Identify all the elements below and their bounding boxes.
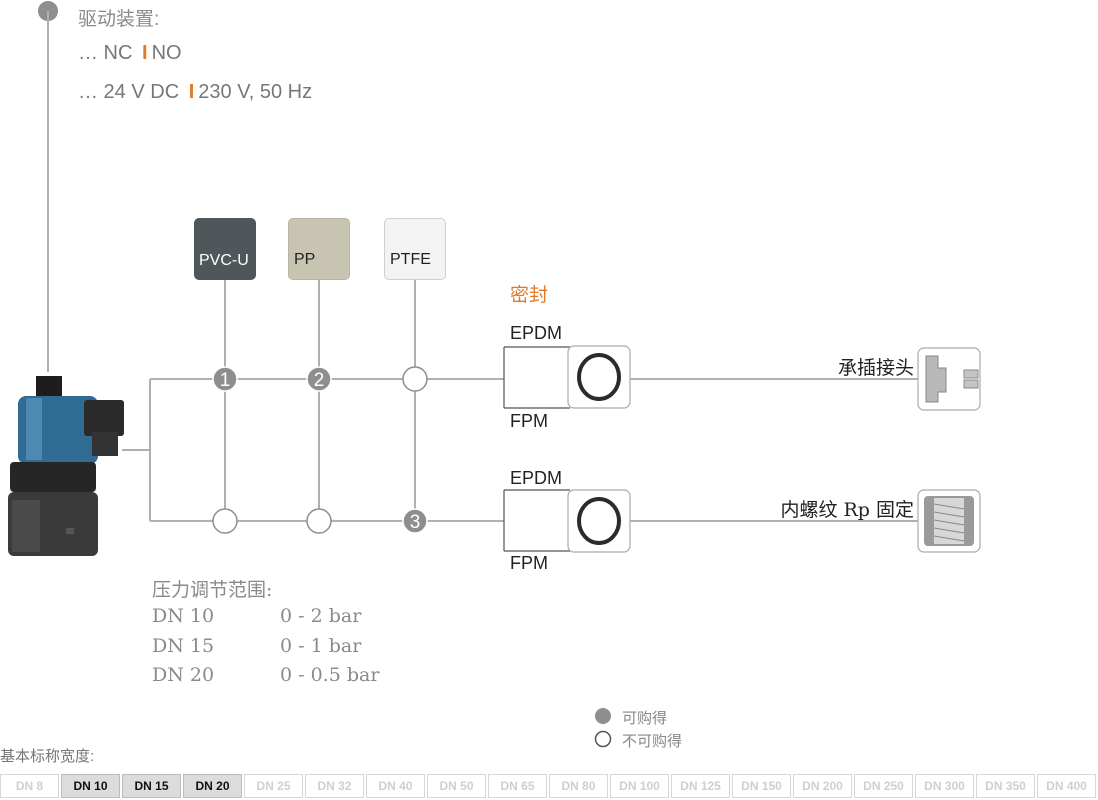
- pressure-row-dn: DN 15: [152, 635, 215, 657]
- nominal-size-dn-150[interactable]: DN 150: [732, 774, 791, 798]
- node-pvc-u-lower-unavailable: [212, 508, 238, 534]
- legend-available-icon: [595, 708, 611, 724]
- drive-option-no: NO: [151, 42, 182, 64]
- material-pp-label: PP: [294, 251, 316, 268]
- node-3-label: 3: [410, 512, 421, 533]
- solenoid-valve-image: [8, 376, 124, 556]
- legend-unavailable-icon: [594, 730, 612, 748]
- legend-available-label: 可购得: [622, 710, 668, 727]
- connection-threaded-label[interactable]: 内螺纹 Rp 固定: [780, 499, 914, 521]
- material-pvc-u-label: PVC-U: [199, 252, 249, 269]
- nominal-size-dn-80[interactable]: DN 80: [549, 774, 608, 798]
- material-pvc-u[interactable]: PVC-U: [194, 218, 256, 280]
- nominal-size-dn-400[interactable]: DN 400: [1037, 774, 1096, 798]
- seal-title: 密封: [510, 285, 549, 306]
- nominal-size-dn-32[interactable]: DN 32: [305, 774, 364, 798]
- nominal-size-dn-25[interactable]: DN 25: [244, 774, 303, 798]
- drive-title: 驱动装置:: [78, 9, 160, 30]
- node-pp-upper-available: [306, 366, 332, 392]
- nominal-size-dn-50[interactable]: DN 50: [427, 774, 486, 798]
- material-ptfe-label: PTFE: [390, 251, 431, 268]
- drive-option-dc: … 24 V DC: [78, 81, 180, 103]
- nominal-size-dn-125[interactable]: DN 125: [671, 774, 730, 798]
- drive-separator: I: [188, 81, 195, 103]
- nominal-width-title: 基本标称宽度:: [0, 748, 95, 765]
- seal-lower-fpm[interactable]: FPM: [510, 553, 548, 573]
- nominal-size-dn-10[interactable]: DN 10: [61, 774, 120, 798]
- seal-bracket-lower: [503, 489, 570, 552]
- o-ring-image-upper: [567, 345, 631, 409]
- nominal-size-dn-8[interactable]: DN 8: [0, 774, 59, 798]
- pressure-row-dn: DN 10: [152, 605, 215, 627]
- material-pp[interactable]: PP: [288, 218, 350, 280]
- nominal-size-dn-200[interactable]: DN 200: [793, 774, 852, 798]
- seal-upper-fpm[interactable]: FPM: [510, 411, 548, 431]
- nominal-size-dn-100[interactable]: DN 100: [610, 774, 669, 798]
- pressure-title: 压力调节范围:: [152, 579, 273, 601]
- material-ptfe[interactable]: PTFE: [384, 218, 446, 280]
- seal-bracket-upper: [503, 346, 570, 409]
- nominal-size-dn-250[interactable]: DN 250: [854, 774, 913, 798]
- node-pp-lower-unavailable: [306, 508, 332, 534]
- node-ptfe-upper-unavailable: [402, 366, 428, 392]
- threaded-connection-image: [917, 489, 981, 553]
- nominal-size-dn-350[interactable]: DN 350: [976, 774, 1035, 798]
- socket-connection-image: [917, 347, 981, 411]
- drive-option-nc: … NC: [78, 42, 133, 64]
- pressure-row-dn: DN 20: [152, 664, 215, 686]
- legend-unavailable-label: 不可购得: [622, 733, 683, 750]
- node-2-label: 2: [314, 370, 325, 391]
- drive-separator: I: [142, 42, 148, 64]
- pressure-row-range: 0 - 0.5 bar: [280, 664, 380, 686]
- connection-socket-label[interactable]: 承插接头: [837, 357, 914, 379]
- drive-option-ac: 230 V, 50 Hz: [198, 81, 313, 103]
- node-1-label: 1: [220, 370, 231, 391]
- node-ptfe-lower-available: [402, 508, 428, 534]
- nominal-size-dn-65[interactable]: DN 65: [488, 774, 547, 798]
- node-pvc-u-upper-available: [212, 366, 238, 392]
- o-ring-image-lower: [567, 489, 631, 553]
- seal-upper-epdm[interactable]: EPDM: [510, 323, 563, 343]
- nominal-size-dn-20[interactable]: DN 20: [183, 774, 242, 798]
- seal-lower-epdm[interactable]: EPDM: [510, 468, 563, 488]
- nominal-size-dn-40[interactable]: DN 40: [366, 774, 425, 798]
- nominal-size-dn-300[interactable]: DN 300: [915, 774, 974, 798]
- pressure-row-range: 0 - 1 bar: [280, 635, 362, 657]
- nominal-size-dn-15[interactable]: DN 15: [122, 774, 181, 798]
- pressure-row-range: 0 - 2 bar: [280, 605, 362, 627]
